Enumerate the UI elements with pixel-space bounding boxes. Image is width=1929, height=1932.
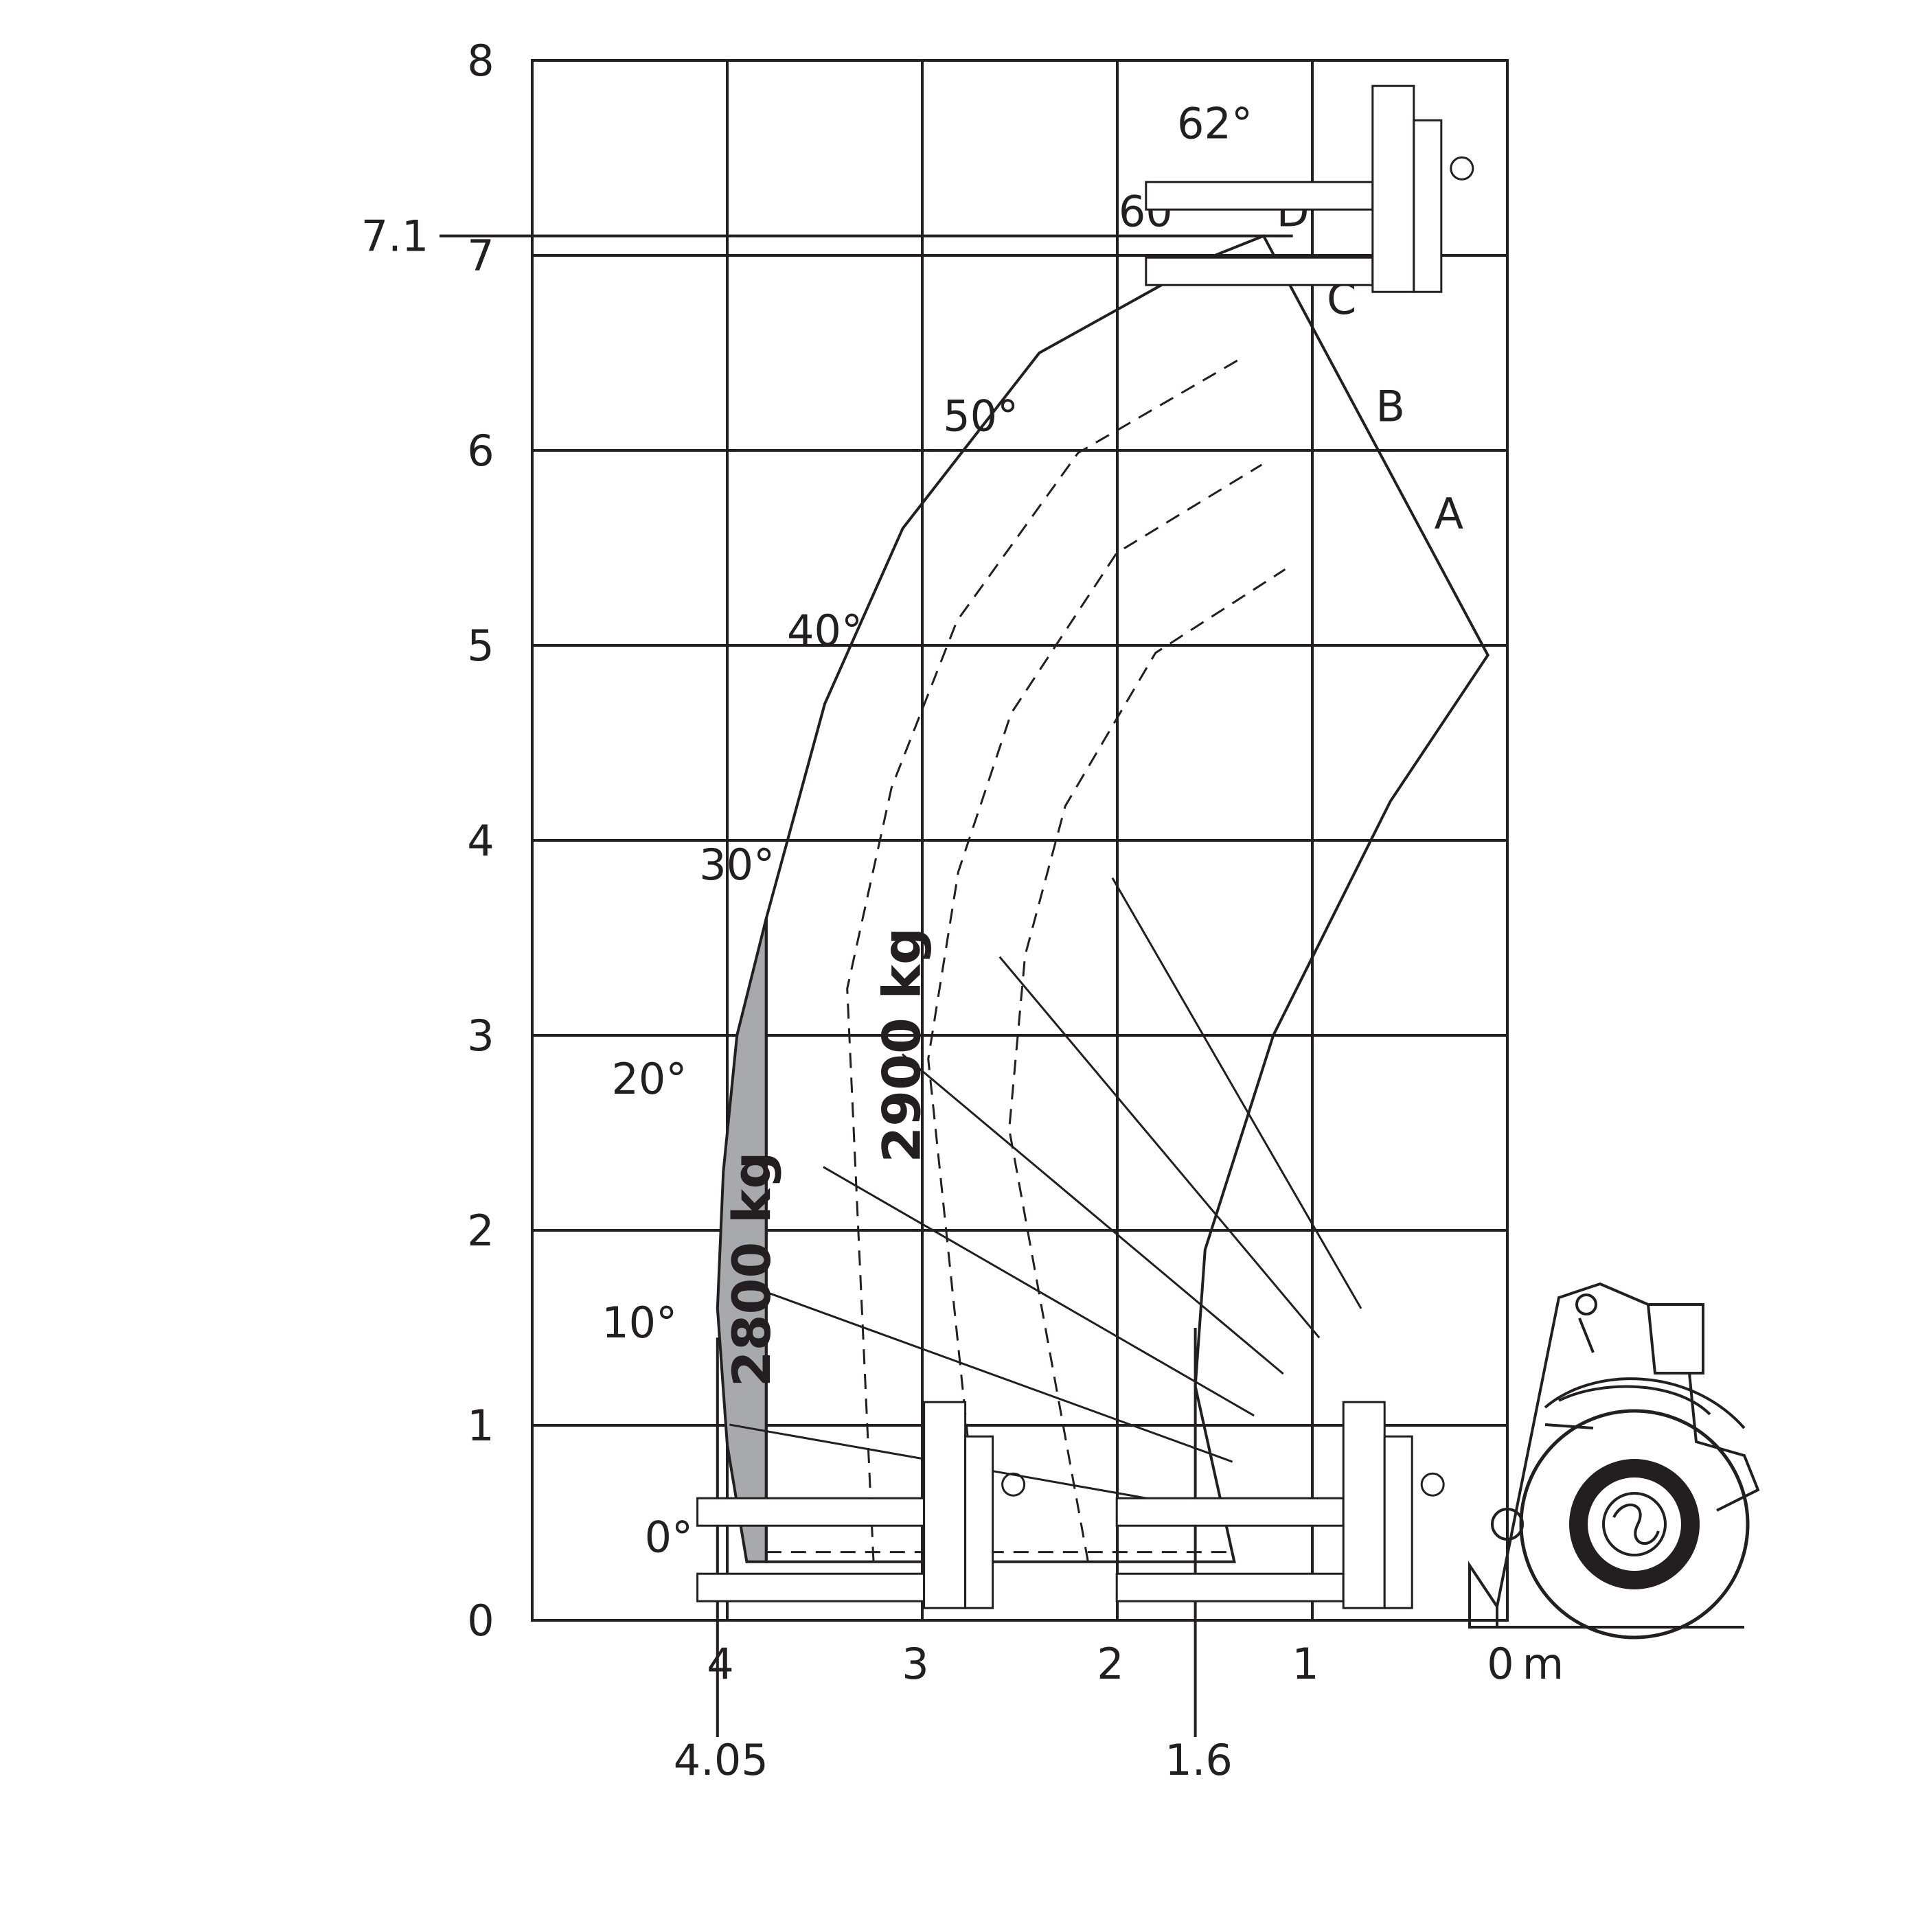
y-tick-label: 0 [467,1596,494,1646]
reach-at-height-label: 1.6 [1165,1735,1233,1785]
angle-label: 0° [645,1513,693,1563]
marks [440,234,1489,1737]
angle-line [764,1290,1233,1463]
extension-label: B [1376,381,1405,431]
y-tick-label: 2 [467,1206,494,1256]
carriage-plate [1371,84,1415,293]
max-reach-label: 4.05 [674,1735,768,1785]
carriage-plate [923,1401,967,1609]
fork-tine [1145,181,1374,211]
fork-tine [1145,256,1374,286]
zone-label-2900: 2900 kg [871,928,933,1163]
carriage-frame [1383,1435,1413,1609]
fork-tine [1115,1497,1345,1527]
extension-stage-curve [846,359,1239,1562]
angle-label: 20° [611,1054,687,1104]
fork-tine [1115,1572,1345,1602]
carriage-plate [1342,1401,1386,1609]
carriage-frame [964,1435,994,1609]
y-tick-label: 8 [467,36,494,86]
y-tick-label: 6 [467,426,494,476]
y-tick-label: 1 [467,1401,494,1451]
y-tick-label: 5 [467,621,494,671]
x-tick-label: 4 [707,1639,733,1689]
angle-line [1111,877,1362,1309]
extension-stage-curve [927,463,1263,1562]
extension-label: A [1435,489,1463,539]
x-tick-label: 2 [1097,1639,1123,1689]
y-tick-label: 4 [467,816,494,866]
carriage-pin [1001,1472,1026,1497]
carriage-pin [1450,156,1474,181]
fork-carriages [696,84,1474,1609]
carriage-frame [1413,119,1443,293]
x-tick-label: 0 [1487,1639,1514,1689]
zone-2900-kg [764,234,1489,1563]
carriage-close [1115,1401,1445,1609]
x-tick-label: 3 [902,1639,928,1689]
angle-line [998,956,1321,1339]
fork-tine [696,1497,926,1527]
y-tick-label: 3 [467,1011,494,1061]
angle-line [823,1166,1255,1417]
carriage-reach [696,1401,1026,1609]
extension-stage-curve [1008,568,1286,1563]
angle-label: 10° [602,1298,677,1348]
fork-tine [696,1572,926,1602]
max-height-label: 7.1 [361,211,429,262]
y-tick-label: 7 [467,231,494,281]
angle-label: 62° [1177,99,1253,149]
telehandler-illustration [1468,1282,1760,1640]
angle-line [901,1053,1284,1375]
angle-label: 50° [943,391,1018,441]
carriage-pin [1420,1472,1445,1497]
zone-label-2800: 2800 kg [721,1151,782,1387]
x-tick-label: 1 [1292,1639,1319,1689]
angle-label: 40° [787,606,863,656]
angle-label: 30° [699,840,775,890]
x-unit-label: m [1522,1639,1564,1689]
carriage-top [1145,84,1474,293]
grid [531,59,1509,1622]
